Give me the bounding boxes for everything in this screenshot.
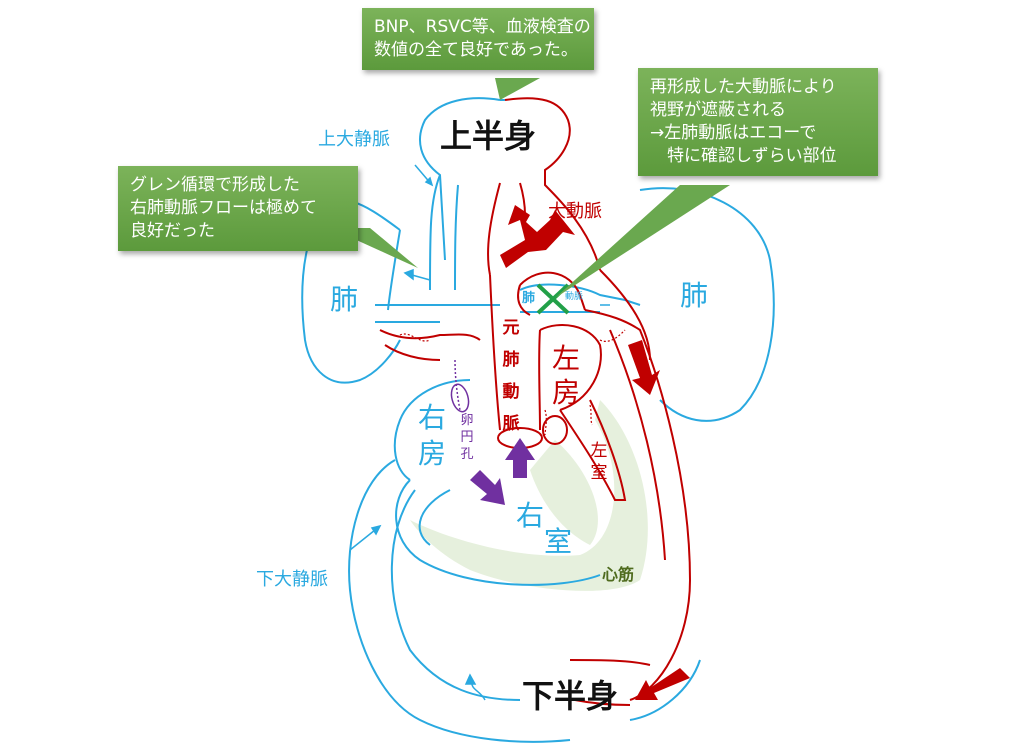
right-ventricle-label-2: 室 bbox=[544, 525, 573, 558]
aorta-label: 大動脈 bbox=[548, 201, 602, 222]
svc-label: 上大静脈 bbox=[318, 129, 390, 150]
main-pa-label: 元肺動脈 bbox=[502, 318, 520, 434]
pa-up-arrow bbox=[505, 438, 535, 478]
callout-line: →左肺動脈はエコーで bbox=[650, 122, 817, 143]
aorta-up-arrow bbox=[500, 205, 575, 268]
aorta-callout-pointer bbox=[555, 185, 730, 298]
ivc-label: 下大静脈 bbox=[256, 569, 328, 590]
myocardium-inner bbox=[530, 440, 598, 545]
purple-arrows bbox=[470, 438, 535, 505]
callout-line: 良好だった bbox=[130, 220, 215, 241]
callout-line: 再形成した大動脈により bbox=[650, 77, 837, 97]
myocardium-band bbox=[410, 400, 648, 591]
callout-line: 特に確認しずらい部位 bbox=[650, 145, 837, 166]
callout-line: 右肺動脈フローは極めて bbox=[130, 197, 317, 218]
foramen-ovale-label: 卵円孔 bbox=[460, 413, 474, 462]
callout-line: 数値の全て良好であった。 bbox=[374, 39, 578, 60]
right-atrium-label: 右房 bbox=[417, 401, 446, 470]
myocardium-label: 心筋 bbox=[602, 565, 635, 584]
arterial-dotted bbox=[399, 329, 626, 436]
left-ventricle-label: 左室 bbox=[590, 441, 608, 483]
callout-line: グレン循環で形成した bbox=[130, 175, 300, 195]
glenn-circulation-callout: グレン循環で形成した 右肺動脈フローは極めて 良好だった bbox=[118, 166, 358, 251]
callout-line: BNP、RSVC等、血液検査の bbox=[374, 17, 591, 37]
aorta-view-callout: 再形成した大動脈により 視野が遮蔽される →左肺動脈はエコーで 特に確認しずらい… bbox=[638, 68, 878, 176]
left-atrium-label: 左房 bbox=[551, 342, 580, 409]
pulmonary-artery-tiny-label: 動脈 bbox=[565, 292, 584, 302]
right-ventricle-label-1: 右 bbox=[516, 499, 545, 532]
lung-left-label: 肺 bbox=[330, 283, 359, 316]
blocked-view-cross bbox=[536, 283, 570, 315]
big-red-arrows bbox=[500, 205, 690, 700]
callout-line: 視野が遮蔽される bbox=[650, 99, 786, 120]
blood-test-callout: BNP、RSVC等、血液検査の 数値の全て良好であった。 bbox=[362, 8, 594, 70]
arterial-system bbox=[379, 97, 692, 706]
pulmonary-artery-small-label: 肺 bbox=[522, 291, 536, 306]
ra-to-rv-arrow bbox=[470, 470, 505, 505]
lower-body-label: 下半身 bbox=[522, 677, 619, 715]
lower-body-arrow bbox=[635, 668, 690, 700]
venous-arrows bbox=[349, 164, 610, 701]
descending-aorta-arrow bbox=[628, 340, 660, 395]
foramen-ovale-mark bbox=[450, 359, 470, 413]
blood-callout-pointer bbox=[495, 78, 540, 100]
lung-right-label: 肺 bbox=[680, 279, 709, 312]
upper-body-label: 上半身 bbox=[440, 117, 537, 155]
